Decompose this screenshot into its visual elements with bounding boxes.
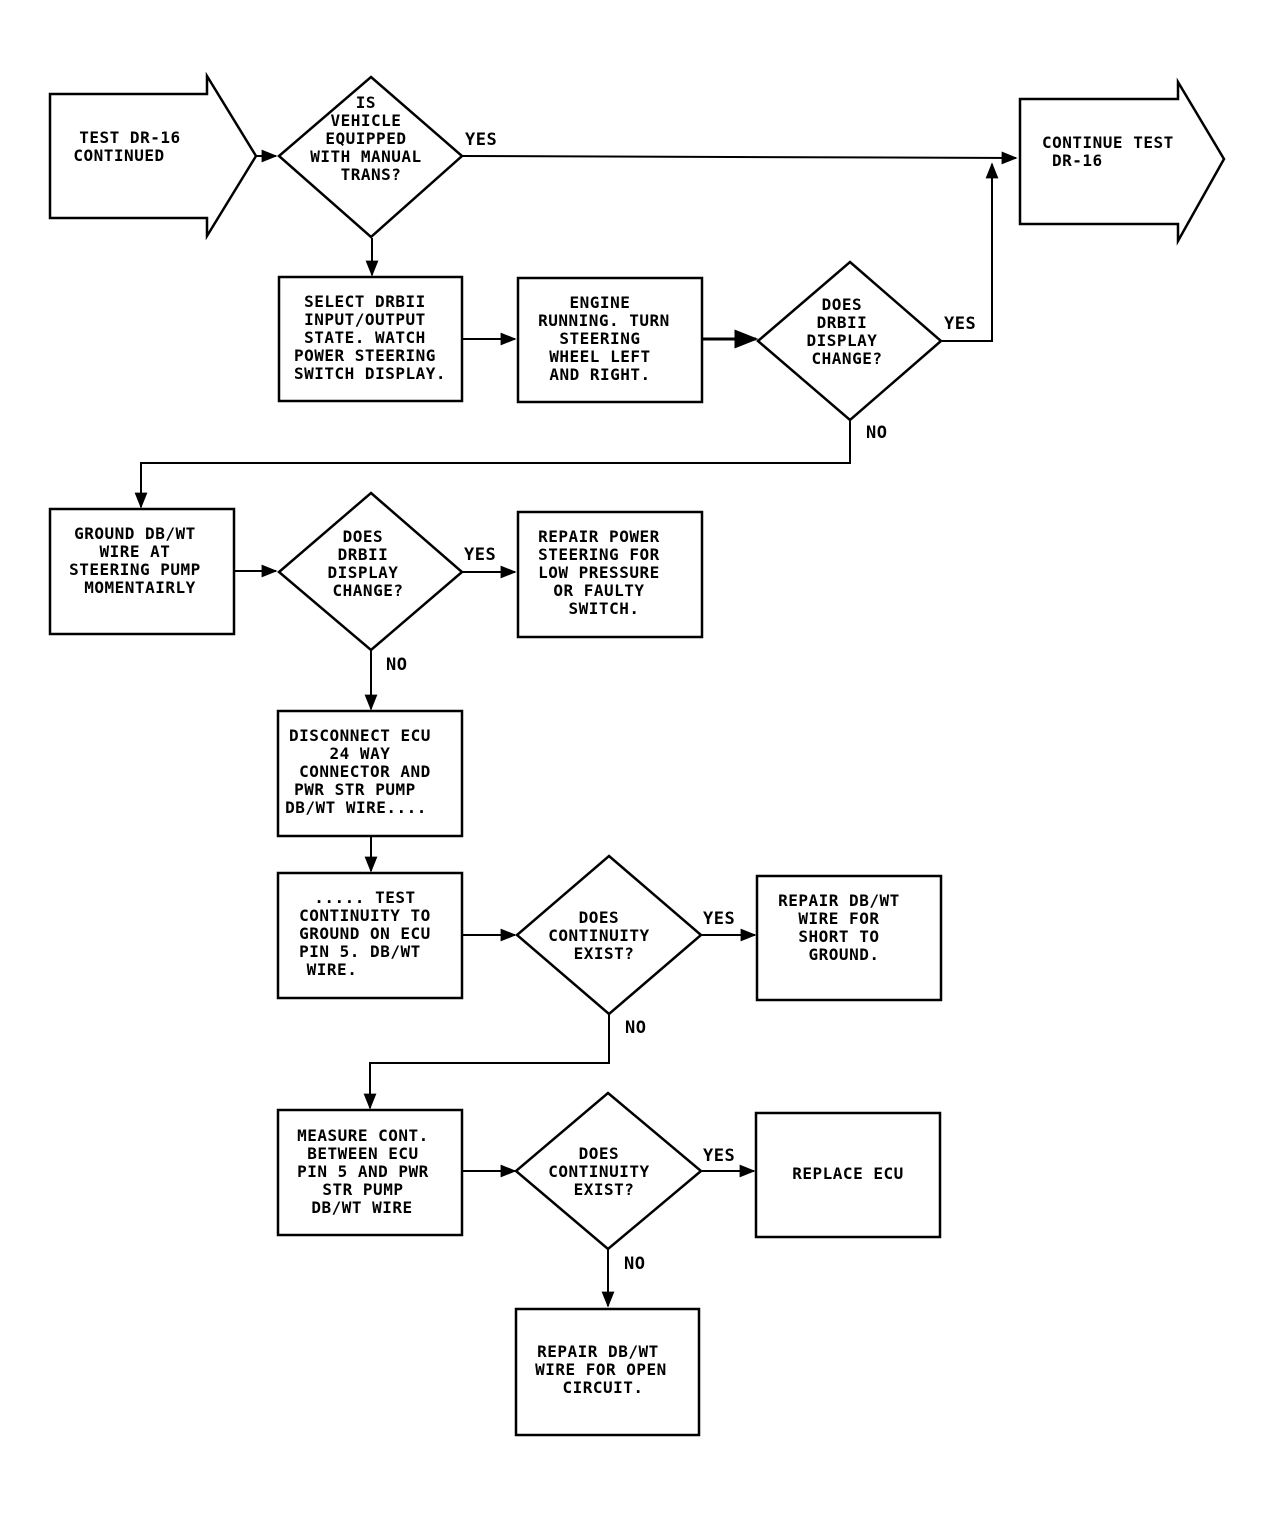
box-measure-cont: MEASURE CONT. BETWEEN ECU PIN 5 AND PWR … (276, 1108, 464, 1237)
svg-text:REPLACE ECU: REPLACE ECU (792, 1164, 903, 1183)
svg-text:REPAIR POWER STEERING FO: REPAIR POWER STEERING FOR LOW PRESSURE O… (538, 527, 670, 618)
label-yes-2: YES (944, 314, 976, 334)
svg-text:SELECT DRBII INPUT/OUTPU: SELECT DRBII INPUT/OUTPUT STATE. WATCH P… (294, 292, 446, 383)
svg-text:GROUND DB/WT WIRE AT: GROUND DB/WT WIRE AT STEERING PUMP MOMEN… (69, 524, 211, 597)
box-select-drbii: SELECT DRBII INPUT/OUTPUT STATE. WATCH P… (277, 275, 464, 403)
label-yes-4: YES (703, 909, 735, 929)
label-yes-3: YES (464, 545, 496, 565)
svg-text:DOES DRBII DISPLAY: DOES DRBII DISPLAY CHANGE? (327, 527, 408, 600)
decision-display-change-1: DOES DRBII DISPLAY CHANGE? (756, 260, 943, 422)
box-repair-power-steering: REPAIR POWER STEERING FOR LOW PRESSURE O… (516, 510, 704, 639)
connector-d2-yes (941, 162, 999, 342)
decision-manual-trans: IS VEHICLE EQUIPPED WITH MANUAL TRANS? (277, 75, 464, 239)
connector-d2-no (134, 420, 851, 509)
box-repair-short: REPAIR DB/WT WIRE FOR SHORT TO GROUND. (755, 874, 943, 1002)
branch-labels: YES YES NO YES NO YES NO YES NO (386, 130, 976, 1274)
connector-d1-yes (461, 151, 1018, 165)
svg-text:..... TEST CONTINUITY TO: ..... TEST CONTINUITY TO GROUND ON ECU P… (299, 888, 441, 979)
svg-text:DOES DRBII DISPLAY: DOES DRBII DISPLAY CHANGE? (806, 295, 887, 368)
decision-display-change-2: DOES DRBII DISPLAY CHANGE? (277, 491, 464, 652)
svg-text:REPAIR DB/WT WIRE FOR OP: REPAIR DB/WT WIRE FOR OPEN CIRCUIT. (535, 1342, 677, 1397)
end-arrow: CONTINUE TEST DR-16 (1018, 77, 1226, 246)
box-disconnect-ecu: DISCONNECT ECU 24 WAY CONNECTOR AND PWR … (276, 709, 464, 838)
box-ground-dbwt: GROUND DB/WT WIRE AT STEERING PUMP MOMEN… (48, 507, 236, 636)
label-no-2: NO (386, 655, 407, 675)
svg-text:IS VEHICLE EQUIPPE: IS VEHICLE EQUIPPED WITH MANUAL TRANS? (310, 93, 432, 184)
connectors (134, 149, 1018, 1308)
svg-text:DOES CONTINUITY EX: DOES CONTINUITY EXIST? (548, 908, 659, 963)
label-no-4: NO (624, 1254, 645, 1274)
box-engine-running: ENGINE RUNNING. TURN STEERING WHEEL LEFT… (516, 276, 704, 404)
svg-text:REPAIR DB/WT WIRE FOR: REPAIR DB/WT WIRE FOR SHORT TO GROUND. (778, 891, 910, 964)
start-arrow: TEST DR-16 CONTINUED (48, 71, 258, 241)
box-repair-open: REPAIR DB/WT WIRE FOR OPEN CIRCUIT. (514, 1307, 701, 1437)
label-no-3: NO (625, 1018, 646, 1038)
box-replace-ecu: REPLACE ECU (754, 1111, 942, 1239)
label-yes-1: YES (465, 130, 497, 150)
end-arrow-text: CONTINUE TEST DR-16 (1042, 133, 1184, 170)
svg-text:DOES CONTINUITY EX: DOES CONTINUITY EXIST? (548, 1144, 659, 1199)
svg-text:MEASURE CONT. BETWEEN EC: MEASURE CONT. BETWEEN ECU PIN 5 AND PWR … (297, 1126, 439, 1217)
decision-continuity-1: DOES CONTINUITY EXIST? (515, 854, 703, 1016)
svg-text:ENGINE RUNNING. TURN: ENGINE RUNNING. TURN STEERING WHEEL LEFT… (538, 293, 680, 384)
label-no-1: NO (866, 423, 887, 443)
connector-d4-no (363, 1014, 610, 1110)
decision-continuity-2: DOES CONTINUITY EXIST? (514, 1091, 703, 1251)
label-yes-5: YES (703, 1146, 735, 1166)
svg-text:DISCONNECT ECU 24 WAY: DISCONNECT ECU 24 WAY CONNECTOR AND PWR … (285, 726, 441, 817)
box-test-continuity: ..... TEST CONTINUITY TO GROUND ON ECU P… (276, 871, 464, 1000)
start-arrow-text: TEST DR-16 CONTINUED (73, 128, 190, 165)
